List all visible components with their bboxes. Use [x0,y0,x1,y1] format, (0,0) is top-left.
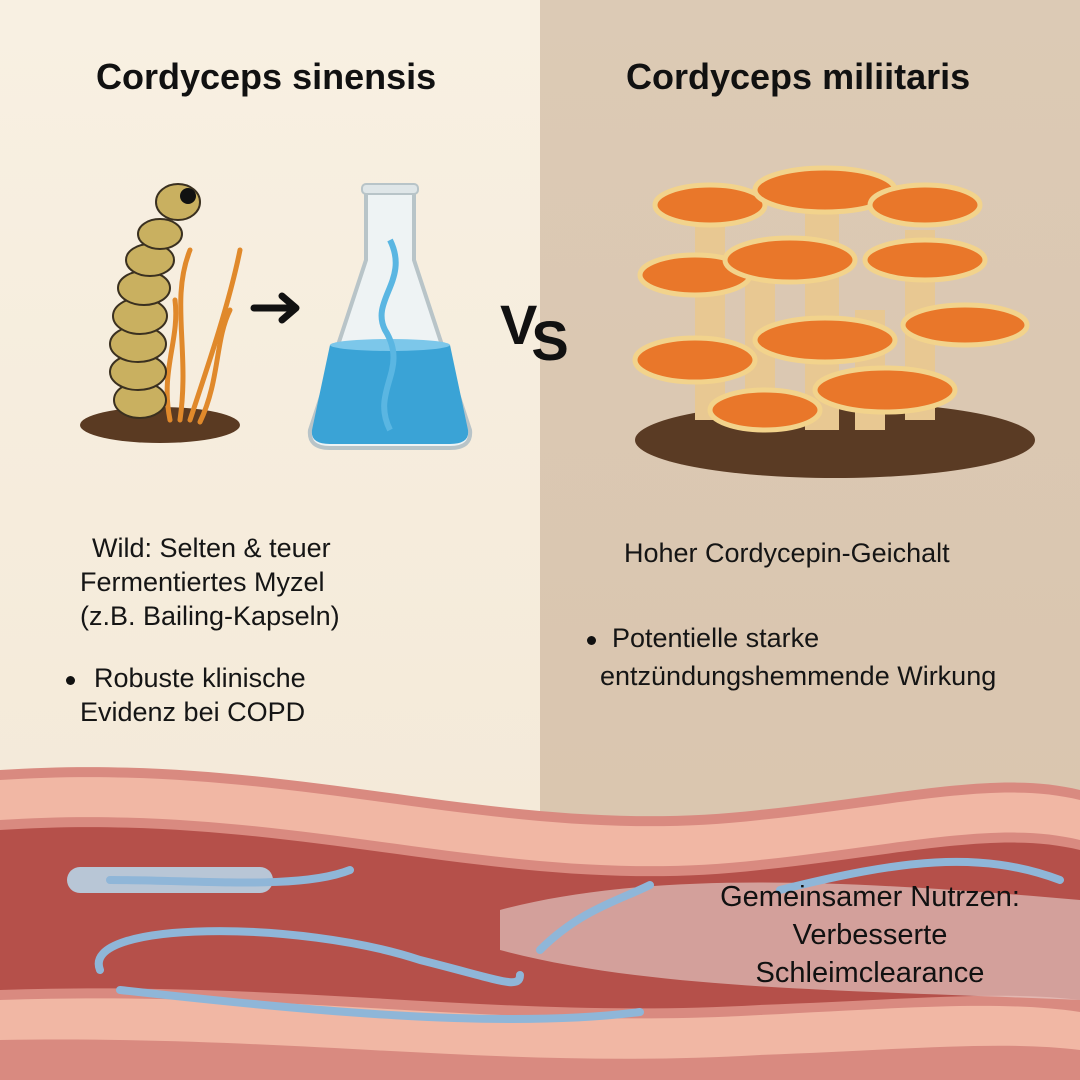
caterpillar-cordyceps-illustration [80,183,243,443]
versus-label: VS [500,293,569,372]
bullet-icon [66,676,75,685]
militaris-title: Cordyceps miliitaris [626,56,971,97]
sinensis-line-2: Fermentiertes Myzel [80,567,325,597]
sinensis-line-1: Wild: Selten & teuer [92,533,331,563]
militaris-mushroom-illustration [632,165,1035,478]
arrow-right-icon [250,292,300,324]
fermentation-flask-illustration [307,183,473,450]
sinensis-bullet-line-2: Evidenz bei COPD [80,697,306,727]
bullet-icon [587,636,596,645]
militaris-line-1: Hoher Cordycepin-Geichalt [624,538,950,568]
sinensis-title: Cordyceps sinensis [96,56,437,97]
sinensis-line-3: (z.B. Bailing-Kapseln) [80,601,340,631]
militaris-bullet-line-2: entzündungshemmende Wirkung [600,661,997,691]
shared-benefit-label: Gemeinsamer Nutrzen: Verbesserte Schleim… [720,881,1020,989]
militaris-bullet-line-1: Potentielle starke [612,623,820,653]
sinensis-bullet-line-1: Robuste klinische [94,663,306,693]
airway-cross-section-illustration [0,767,1080,1080]
